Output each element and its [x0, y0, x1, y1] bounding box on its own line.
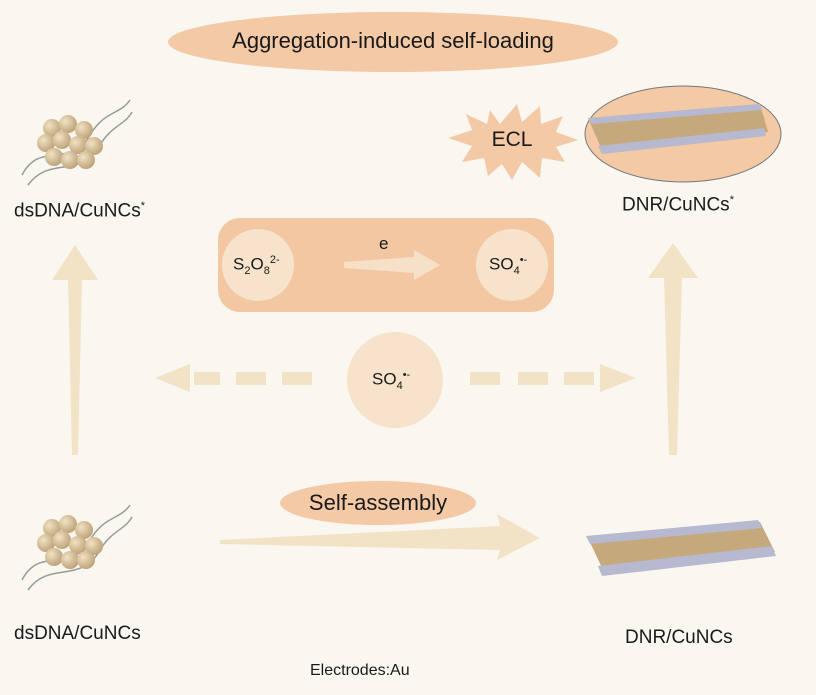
reactant-formula: S2O82- — [233, 254, 280, 277]
reactant-s: S — [233, 254, 245, 274]
product-base: SO — [489, 254, 514, 274]
center-radical-formula: SO4•- — [372, 369, 410, 392]
reactant-o: O — [250, 254, 264, 274]
center-radical-base: SO — [372, 369, 397, 389]
center-radical-circle — [347, 332, 443, 428]
reactant-o-sub: 8 — [263, 265, 270, 278]
bottom-pill-label: Self-assembly — [308, 490, 448, 515]
label-dnr-cuncs-star-sup: * — [729, 194, 734, 206]
label-dsdna-cuncs: dsDNA/CuNCs — [14, 623, 141, 644]
vertical-arrow-left — [52, 245, 98, 455]
ribbon-bottom — [586, 520, 776, 576]
top-pill-shape — [168, 12, 618, 72]
label-dnr-cuncs: DNR/CuNCs — [625, 627, 733, 648]
vertical-arrow-right — [648, 243, 698, 455]
label-dsdna-cuncs-star-sup: * — [140, 200, 145, 212]
center-radical-sub: 4 — [396, 380, 403, 393]
product-sub: 4 — [513, 265, 520, 278]
label-dsdna-cuncs-star: dsDNA/CuNCs* — [14, 200, 145, 222]
dashed-arrow-left — [155, 364, 312, 392]
product-charge: •- — [519, 254, 528, 266]
label-dnr-cuncs-star-base: DNR/CuNCs — [622, 194, 730, 216]
ribbon-top — [588, 104, 768, 154]
label-dsdna-cuncs-star-base: dsDNA/CuNCs — [14, 200, 141, 222]
reactant-charge: 2- — [269, 254, 280, 266]
reactant-s-sub: 2 — [244, 265, 251, 278]
top-pill-label: Aggregation-induced self-loading — [232, 28, 554, 53]
dsdna-nanocluster-bottom — [21, 504, 133, 591]
electron-arrow — [344, 250, 440, 280]
product-formula: SO4•- — [489, 254, 527, 277]
product-circle — [476, 229, 548, 301]
ecl-burst-shape — [448, 104, 578, 180]
reactant-circle — [222, 229, 294, 301]
dsdna-nanocluster-top — [21, 99, 133, 186]
label-dnr-cuncs-star: DNR/CuNCs* — [622, 194, 734, 216]
label-electrodes: Electrodes:Au — [310, 662, 410, 679]
bottom-pill-shape — [280, 481, 476, 525]
center-radical-charge: •- — [402, 369, 411, 381]
dashed-arrow-right — [470, 364, 636, 392]
horizontal-arrow-bottom — [220, 514, 540, 560]
electron-label: e — [379, 234, 389, 253]
ecl-label: ECL — [491, 128, 533, 151]
